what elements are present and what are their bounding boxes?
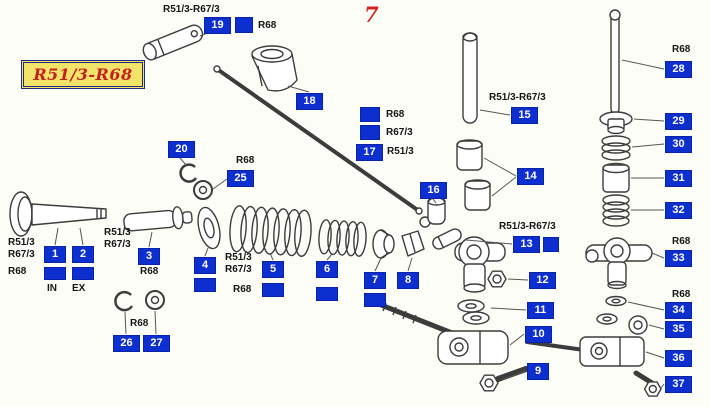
- part-marker-18[interactable]: 18: [296, 93, 323, 110]
- part-marker-7[interactable]: 7: [364, 272, 386, 289]
- part-marker-33[interactable]: 33: [665, 250, 692, 267]
- model-label: R68: [236, 155, 255, 166]
- model-label: R51/3-R67/3: [163, 4, 220, 15]
- variant-marker-box: [44, 267, 66, 280]
- model-label: R51/3-R67/3: [499, 221, 556, 232]
- part-marker-11[interactable]: 11: [527, 302, 554, 319]
- model-label: R51/3-R67/3: [489, 92, 546, 103]
- part-marker-8[interactable]: 8: [397, 272, 419, 289]
- model-label: IN: [47, 283, 57, 294]
- model-label: R68: [386, 109, 405, 120]
- model-label: R68: [233, 284, 252, 295]
- part-marker-28[interactable]: 28: [665, 61, 692, 78]
- model-label: R67/3: [386, 127, 413, 138]
- part-marker-6[interactable]: 6: [316, 261, 338, 278]
- part-marker-34[interactable]: 34: [665, 302, 692, 319]
- model-label: R68: [130, 318, 149, 329]
- part-marker-13[interactable]: 13: [513, 236, 540, 253]
- model-label: R67/3: [225, 264, 252, 275]
- variant-marker-box: [543, 237, 559, 252]
- model-label: R68: [140, 266, 159, 277]
- part-marker-37[interactable]: 37: [665, 376, 692, 393]
- model-label: R68: [672, 44, 691, 55]
- part-marker-9[interactable]: 9: [527, 363, 549, 380]
- part-marker-12[interactable]: 12: [529, 272, 556, 289]
- part-marker-31[interactable]: 31: [665, 170, 692, 187]
- model-label: R67/3: [8, 249, 35, 260]
- variant-marker-box: [316, 287, 338, 301]
- part-marker-2[interactable]: 2: [72, 246, 94, 263]
- model-label: R51/3: [387, 146, 414, 157]
- model-label: R68: [672, 289, 691, 300]
- part-marker-20[interactable]: 20: [168, 141, 195, 158]
- model-label: R68: [672, 236, 691, 247]
- variant-marker-box: [360, 125, 380, 140]
- part-marker-10[interactable]: 10: [525, 326, 552, 343]
- part-marker-25[interactable]: 25: [227, 170, 254, 187]
- part-marker-36[interactable]: 36: [665, 350, 692, 367]
- page-number: 7: [364, 2, 379, 27]
- part-marker-17[interactable]: 17: [356, 144, 383, 161]
- variant-marker-box: [360, 107, 380, 122]
- part-marker-32[interactable]: 32: [665, 202, 692, 219]
- part-marker-26[interactable]: 26: [113, 335, 140, 352]
- part-marker-4[interactable]: 4: [194, 257, 216, 274]
- variant-marker-box: [72, 267, 94, 280]
- part-marker-5[interactable]: 5: [262, 261, 284, 278]
- part-marker-27[interactable]: 27: [143, 335, 170, 352]
- part-marker-29[interactable]: 29: [665, 113, 692, 130]
- model-label: R67/3: [104, 239, 131, 250]
- model-label: R51/3: [8, 237, 35, 248]
- part-marker-19[interactable]: 19: [204, 17, 231, 34]
- variant-marker-box: [364, 293, 386, 307]
- part-marker-35[interactable]: 35: [665, 321, 692, 338]
- model-label: R68: [8, 266, 27, 277]
- model-label: EX: [72, 283, 86, 294]
- part-marker-1[interactable]: 1: [44, 246, 66, 263]
- model-label: R51/3: [225, 252, 252, 263]
- part-marker-14[interactable]: 14: [517, 168, 544, 185]
- variant-marker-box: [262, 283, 284, 297]
- model-label: R51/3: [104, 227, 131, 238]
- variant-marker-box: [194, 278, 216, 292]
- part-marker-30[interactable]: 30: [665, 136, 692, 153]
- model-range-badge: R51/3-R68: [21, 60, 145, 89]
- part-marker-15[interactable]: 15: [511, 107, 538, 124]
- part-marker-16[interactable]: 16: [420, 182, 447, 199]
- model-label: R68: [258, 20, 277, 31]
- part-marker-3[interactable]: 3: [138, 248, 160, 265]
- variant-marker-box: [235, 17, 253, 33]
